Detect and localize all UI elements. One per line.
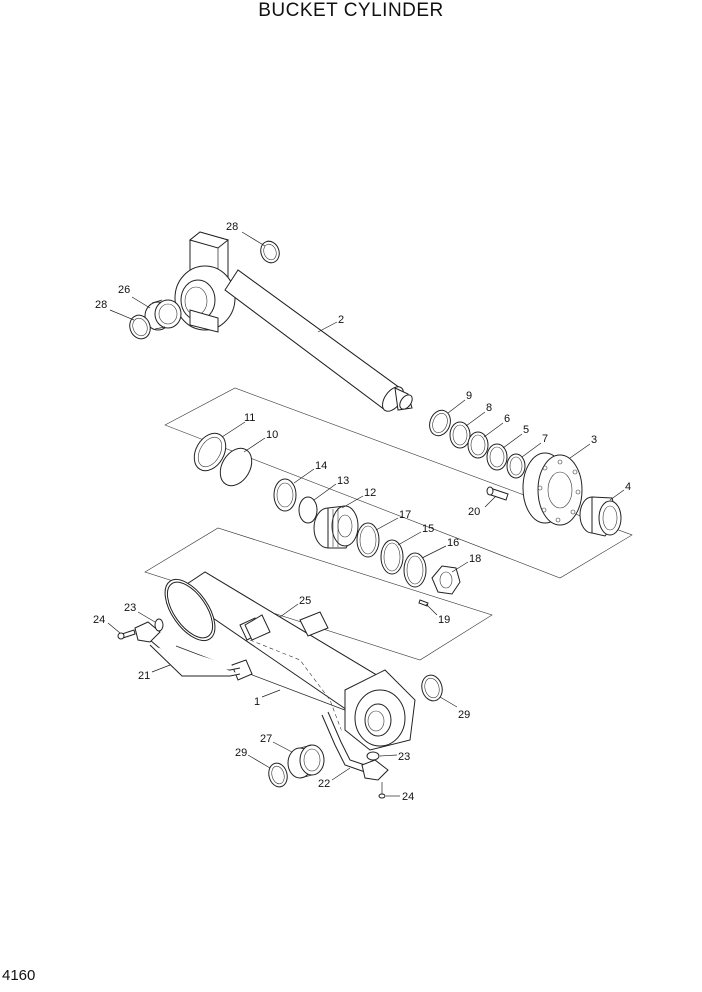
set-screw-19 xyxy=(418,599,429,607)
seal-7 xyxy=(506,453,526,479)
wear-ring-17 xyxy=(356,522,380,558)
o-ring-13 xyxy=(298,496,318,524)
callout-15: 15 xyxy=(422,523,434,535)
callout-28-top: 28 xyxy=(226,221,238,233)
callout-17: 17 xyxy=(399,509,411,521)
ring-16 xyxy=(403,552,427,588)
seal-5 xyxy=(486,443,508,471)
callout-13: 13 xyxy=(337,475,349,487)
callout-26: 26 xyxy=(118,284,130,296)
bolt-20 xyxy=(486,486,509,501)
wear-ring-11 xyxy=(193,432,227,472)
callout-29-left: 29 xyxy=(235,747,247,759)
dust-seal-28-top xyxy=(260,240,280,264)
seal-14 xyxy=(273,478,297,512)
bushing-4 xyxy=(579,496,622,537)
pipe-22 xyxy=(321,711,389,781)
dust-seal-28-left xyxy=(129,314,151,340)
seal-6 xyxy=(467,431,489,459)
retaining-ring-9 xyxy=(429,409,451,437)
bolt-24-right xyxy=(378,782,386,799)
callout-22: 22 xyxy=(318,778,330,790)
pipe-21 xyxy=(134,621,241,677)
piston-group-outline xyxy=(164,387,633,579)
o-ring-23-right xyxy=(366,751,380,761)
bushing-26 xyxy=(144,299,182,331)
cylinder-tube xyxy=(164,571,416,751)
callout-1: 1 xyxy=(254,696,260,708)
callout-21: 21 xyxy=(138,670,150,682)
callout-14: 14 xyxy=(315,460,327,472)
callout-7: 7 xyxy=(542,433,548,445)
bushing-27 xyxy=(287,744,325,779)
bolt-24-left xyxy=(117,629,136,640)
callout-23-right: 23 xyxy=(398,751,410,763)
callout-12: 12 xyxy=(364,487,376,499)
seal-8 xyxy=(449,421,471,449)
o-ring-10 xyxy=(219,447,253,487)
dust-seal-29-left xyxy=(268,762,288,788)
clamp-25 xyxy=(244,614,271,641)
callout-29-right: 29 xyxy=(458,709,470,721)
diagram-title: BUCKET CYLINDER xyxy=(258,0,444,21)
callout-10: 10 xyxy=(266,429,278,441)
leader-lines xyxy=(107,231,625,797)
callout-28-left: 28 xyxy=(95,299,107,311)
callout-5: 5 xyxy=(523,424,529,436)
callout-23-left: 23 xyxy=(124,602,136,614)
callout-11: 11 xyxy=(244,412,255,424)
callout-16: 16 xyxy=(447,537,459,549)
dust-seal-29-right xyxy=(421,674,443,702)
callout-27: 27 xyxy=(260,733,272,745)
rod-cover-3 xyxy=(522,452,583,526)
callout-9: 9 xyxy=(466,390,472,402)
callout-8: 8 xyxy=(486,402,492,414)
seal-15 xyxy=(380,539,404,575)
callout-19: 19 xyxy=(438,614,450,626)
o-ring-23-left xyxy=(154,618,164,632)
callout-18: 18 xyxy=(469,553,481,565)
lock-nut-18 xyxy=(431,565,461,595)
callout-3: 3 xyxy=(591,434,597,446)
page-number: 4160 xyxy=(2,967,36,984)
callout-20: 20 xyxy=(468,506,480,518)
callout-25: 25 xyxy=(299,595,311,607)
callout-6: 6 xyxy=(504,413,510,425)
piston-12 xyxy=(313,505,359,549)
callout-4: 4 xyxy=(625,481,631,493)
callout-24-left: 24 xyxy=(93,614,105,626)
callout-2: 2 xyxy=(338,314,344,326)
callout-24-right: 24 xyxy=(402,791,414,803)
gland-group-outline xyxy=(144,527,493,661)
piston-rod xyxy=(174,231,413,412)
